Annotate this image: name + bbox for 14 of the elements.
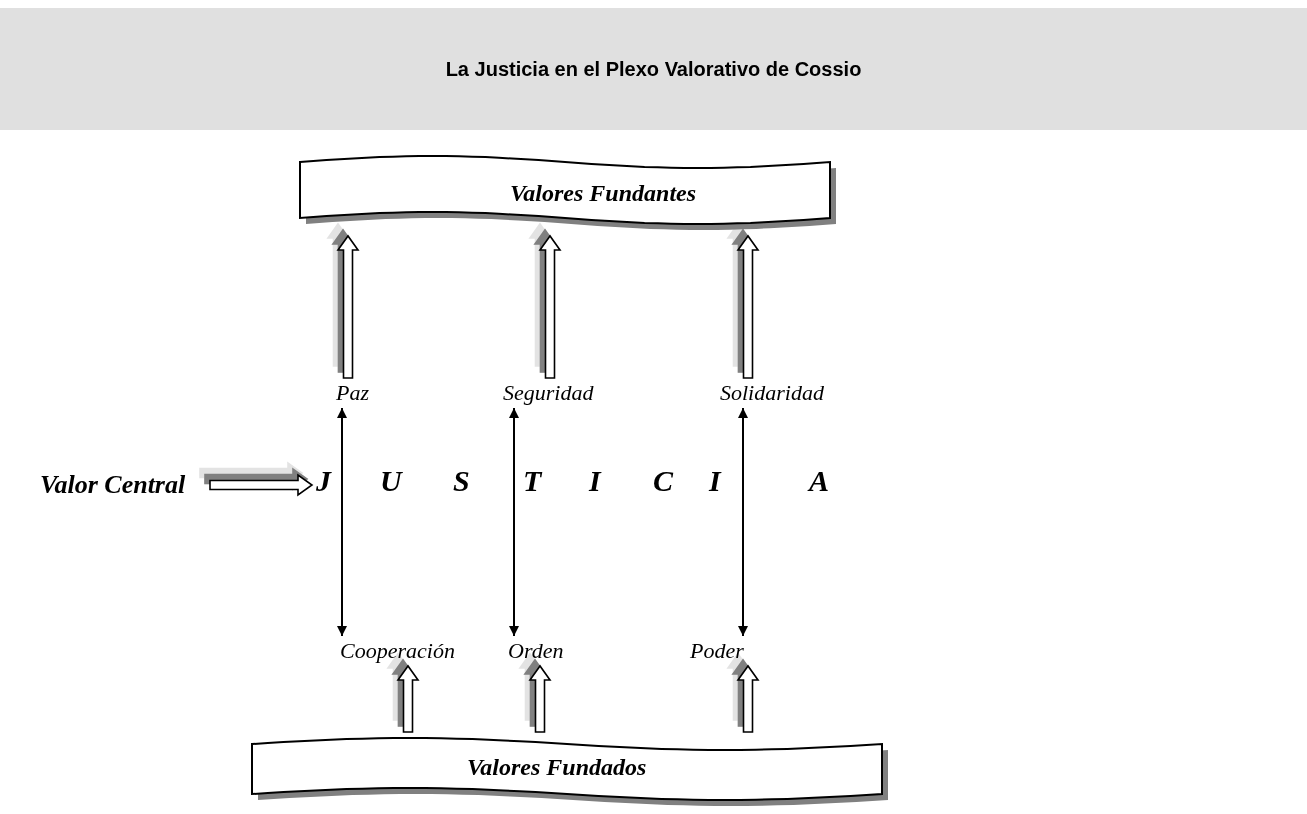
banner-label: Valores Fundantes [510,180,697,207]
value-label: Seguridad [503,379,594,407]
double-arrow [337,407,347,637]
title: La Justicia en el Plexo Valorativo de Cossio [445,57,862,81]
central-value-word: J U S T I C I A [315,463,830,499]
value-label: Paz [336,379,369,407]
double-arrow [738,407,748,637]
banner-label: Valores Fundados [467,754,647,781]
value-label: Poder [690,637,744,665]
double-arrow [509,407,519,637]
value-label: Orden [508,637,564,665]
value-label: Cooperación [340,637,455,665]
value-label: Solidaridad [720,379,824,407]
value-label: Valor Central [40,469,186,501]
